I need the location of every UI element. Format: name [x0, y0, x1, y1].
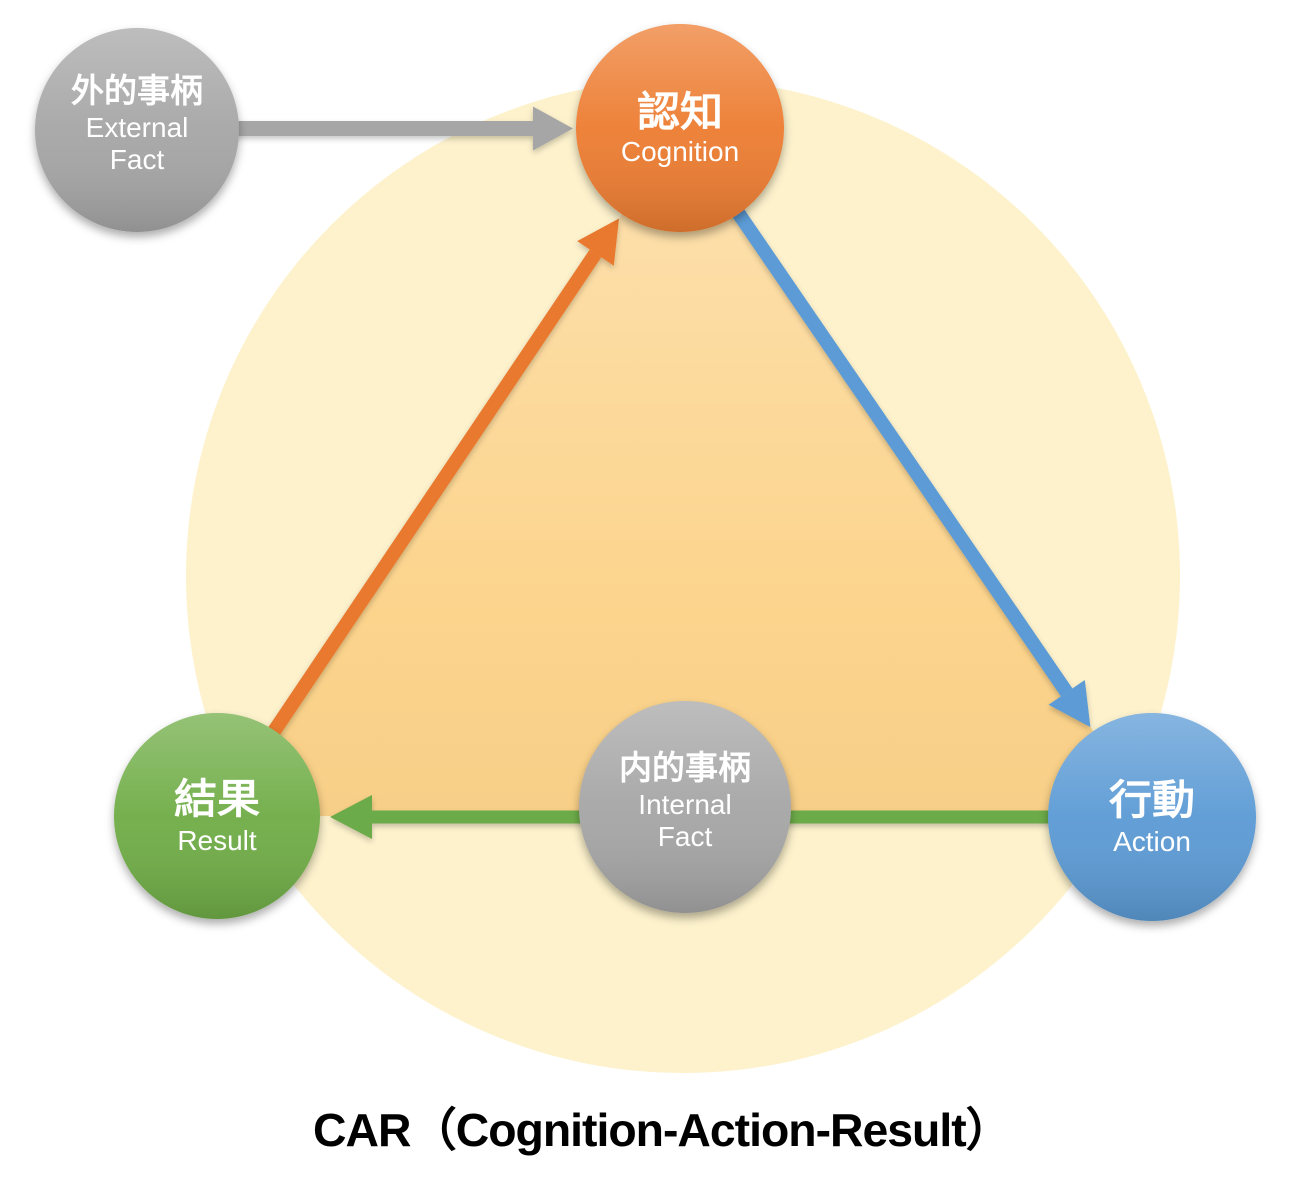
arrow-cognition-to-action — [674, 124, 1091, 728]
node-cognition-jp-label: 認知 — [637, 89, 723, 135]
node-action-sheen — [1048, 713, 1256, 921]
node-external-fact-jp-label: 外的事柄 — [71, 72, 203, 109]
node-internal-fact-en-label-line2: Fact — [658, 821, 713, 852]
node-action: 行動 Action — [1048, 713, 1256, 921]
node-internal-fact: 内的事柄 Internal Fact — [579, 701, 791, 913]
arrow-action-to-result-head — [330, 795, 372, 839]
arrow-external-fact-to-cognition-head — [533, 106, 573, 151]
node-result: 結果 Result — [114, 713, 320, 919]
node-cognition-en-label: Cognition — [621, 136, 739, 167]
arrow-cognition-to-action-line — [674, 124, 1073, 697]
node-action-jp-label: 行動 — [1109, 777, 1195, 823]
arrow-cognition-to-action-head — [1048, 680, 1091, 728]
node-cognition: 認知 Cognition — [576, 24, 784, 232]
node-internal-fact-jp-label: 内的事柄 — [619, 749, 751, 786]
node-external-fact-sheen — [35, 28, 239, 232]
diagram-title: CAR（Cognition-Action-Result） — [313, 1104, 1011, 1156]
cycle-triangle — [217, 128, 1152, 817]
node-result-en-label: Result — [177, 825, 257, 856]
node-result-sheen — [114, 713, 320, 919]
arrow-result-to-cognition — [211, 218, 619, 820]
node-external-fact-en-label-line1: External — [86, 112, 189, 143]
node-internal-fact-sheen — [579, 701, 791, 913]
cycle-triangle-sheen — [217, 128, 1152, 817]
arrow-result-to-cognition-line — [211, 249, 602, 820]
node-action-en-label: Action — [1113, 826, 1191, 857]
node-external-fact-en-label-line2: Fact — [110, 144, 165, 175]
node-result-jp-label: 結果 — [174, 776, 260, 822]
node-cognition-sheen — [576, 24, 784, 232]
node-internal-fact-en-label-line1: Internal — [638, 789, 731, 820]
node-external-fact: 外的事柄 External Fact — [35, 28, 239, 232]
arrow-result-to-cognition-head — [577, 218, 619, 266]
